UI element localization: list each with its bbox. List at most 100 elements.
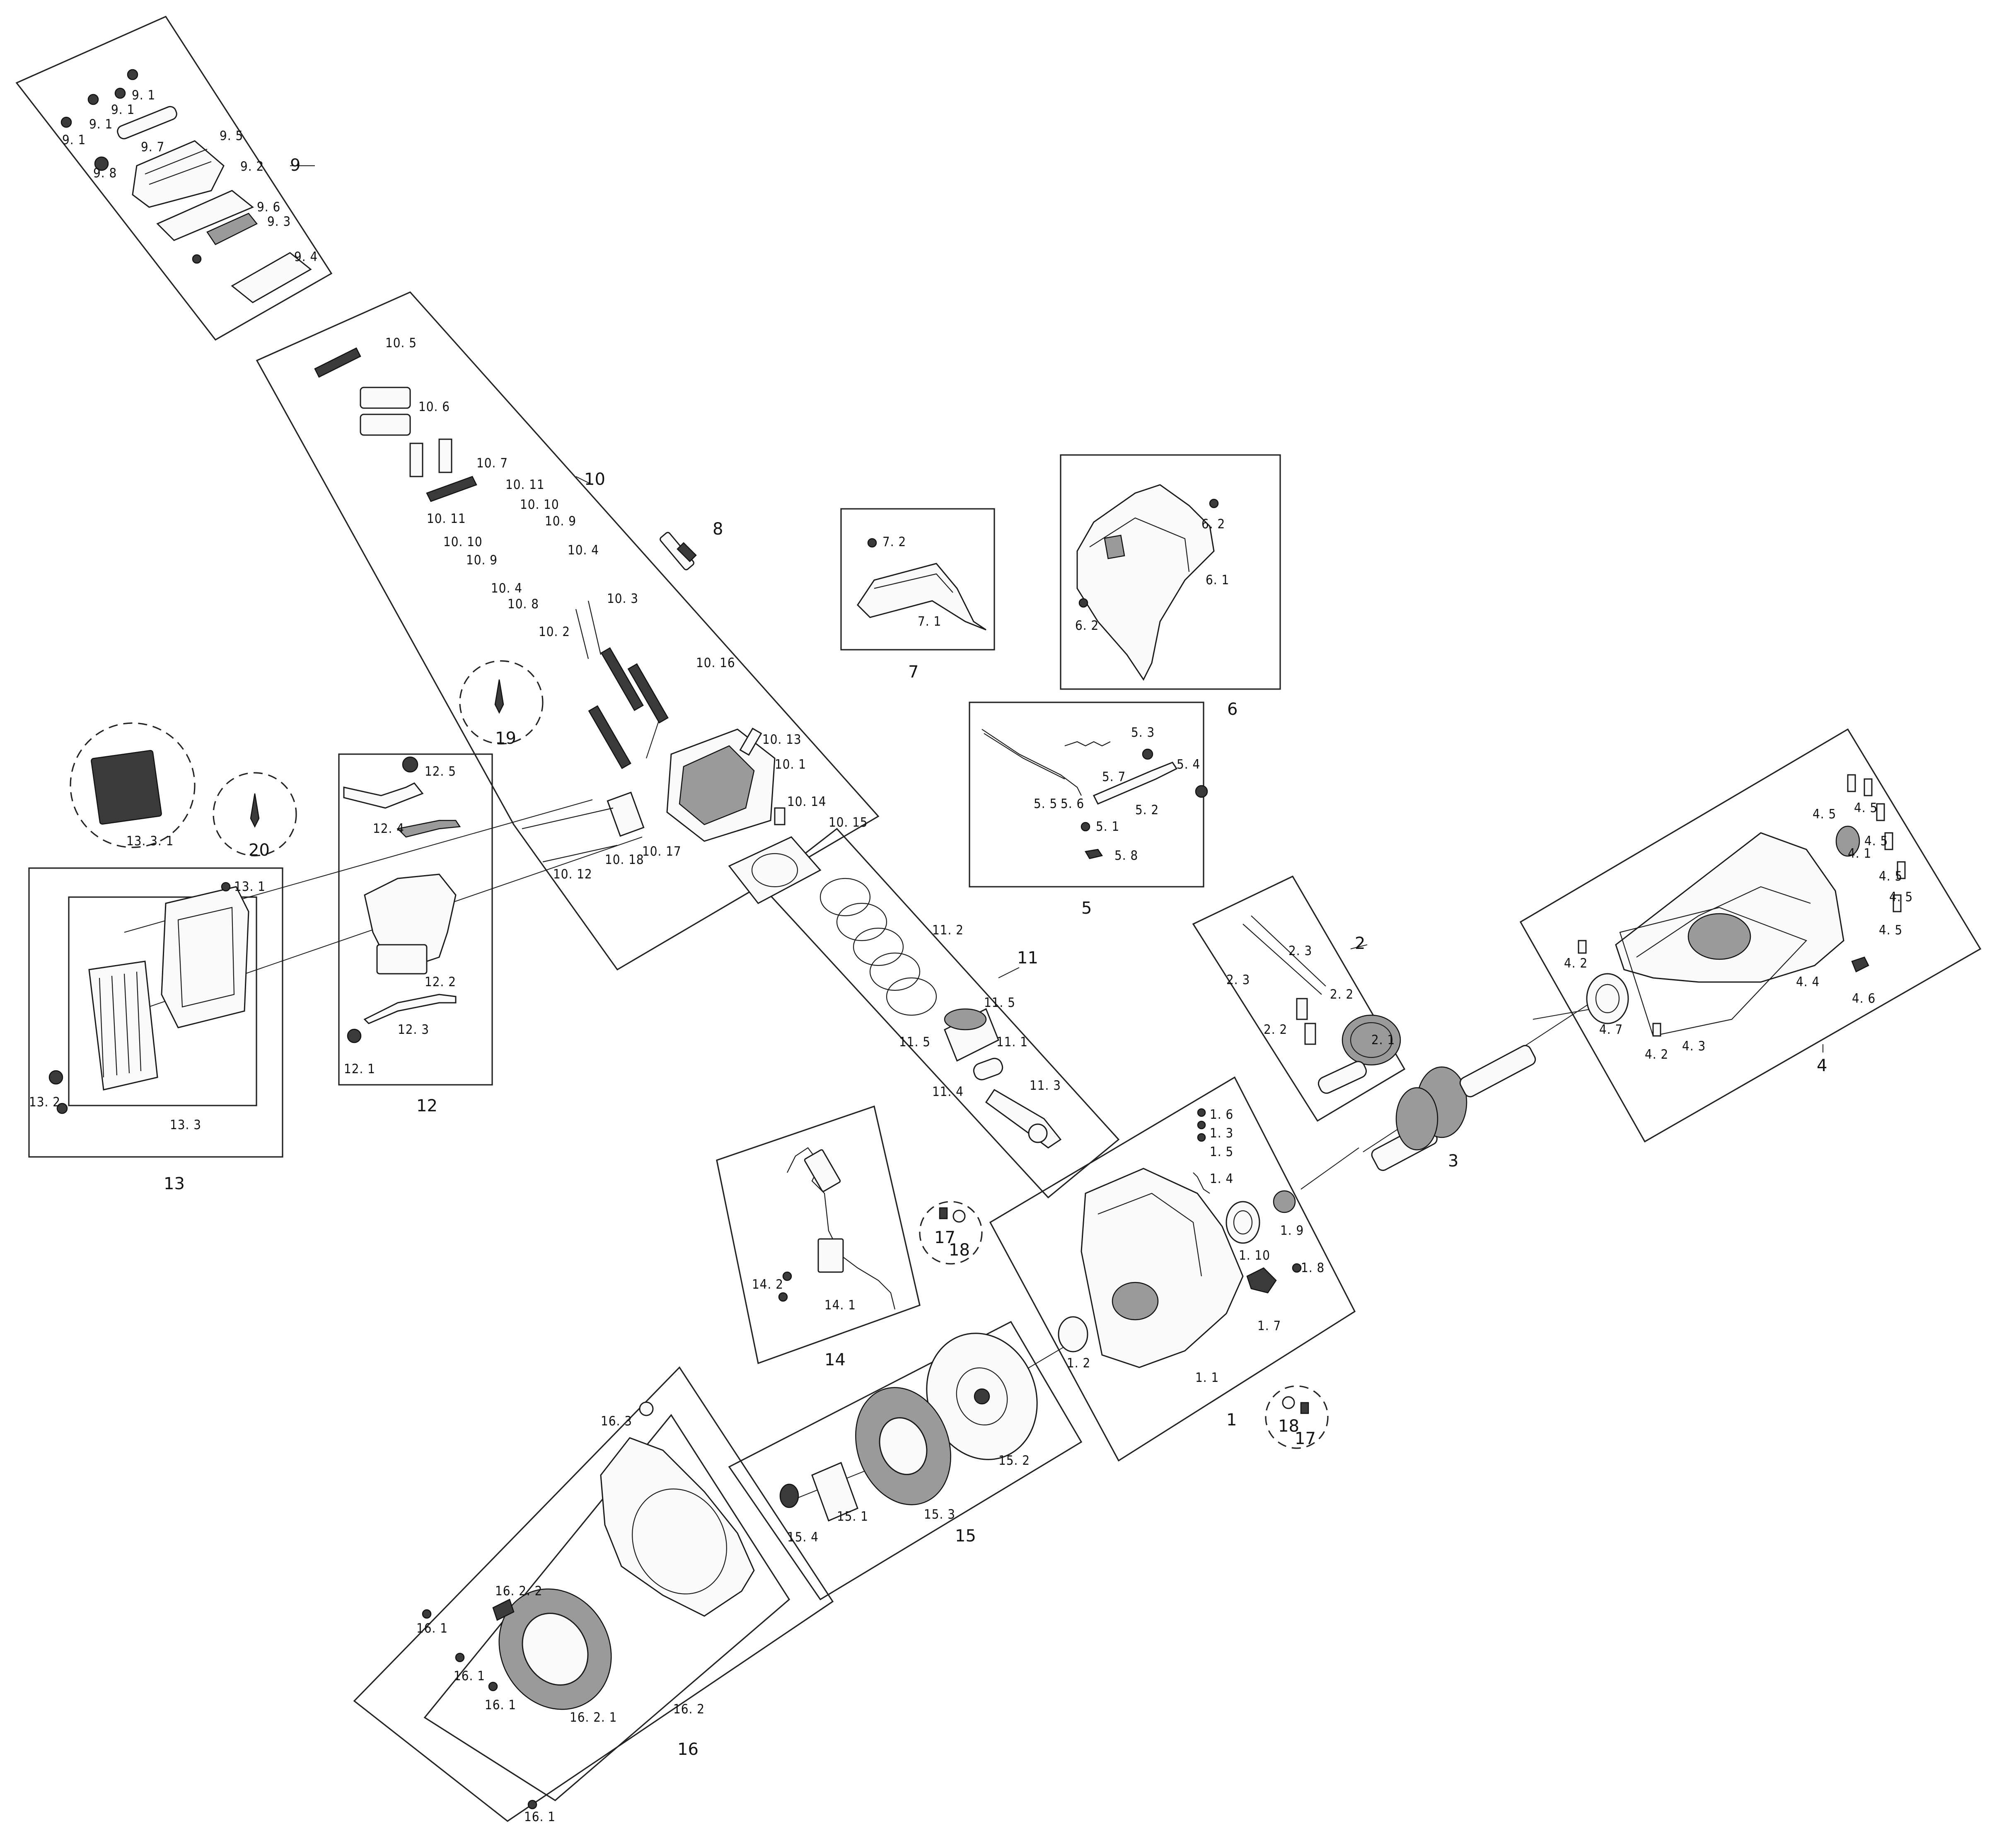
callout-4-5-d: 4. 5 xyxy=(1879,869,1902,884)
cover-7-1 xyxy=(857,538,986,631)
group-label-13: 13 xyxy=(164,1174,185,1193)
callout-15-3: 15. 3 xyxy=(924,1507,955,1522)
group-label-11: 11 xyxy=(1017,948,1038,968)
group-label-19: 19 xyxy=(495,729,516,748)
callout-10-11-a: 10. 11 xyxy=(505,477,545,492)
callout-9-3: 9. 3 xyxy=(267,214,291,229)
callout-10-8: 10. 8 xyxy=(508,597,539,612)
group-label-1: 1 xyxy=(1226,1410,1237,1430)
callout-16-3: 16. 3 xyxy=(601,1414,632,1429)
piston-assembly xyxy=(819,878,1062,1149)
group-label-10: 10 xyxy=(584,470,605,489)
group-1-frame xyxy=(989,1076,1356,1462)
callout-16-1-d: 16. 1 xyxy=(524,1810,556,1824)
cylinder-head-assembly xyxy=(314,347,822,904)
callout-10-2: 10. 2 xyxy=(539,624,570,639)
callout-4-3: 4. 3 xyxy=(1682,1039,1706,1054)
callout-9-1-a: 9. 1 xyxy=(62,133,86,148)
part-20-icon xyxy=(250,793,260,828)
callout-2-3-b: 2. 3 xyxy=(1226,973,1250,987)
callout-1-7: 1. 7 xyxy=(1257,1319,1281,1333)
callout-14-1: 14. 1 xyxy=(824,1298,856,1313)
governor-linkage-assembly xyxy=(981,729,1208,859)
callout-1-1: 1. 1 xyxy=(1195,1370,1219,1385)
group-13-frame xyxy=(28,867,283,1158)
group-label-16: 16 xyxy=(677,1740,699,1759)
group-label-17-lower: 17 xyxy=(1295,1429,1316,1448)
group-17-18-dashed-circle-upper xyxy=(919,1201,983,1265)
callout-4-5-e: 4. 5 xyxy=(1889,890,1913,905)
callout-12-1: 12. 1 xyxy=(344,1062,375,1077)
callout-2-3-a: 2. 3 xyxy=(1288,944,1312,958)
callout-16-2-2: 16. 2. 2 xyxy=(495,1584,542,1599)
group-19-dashed-circle xyxy=(459,660,544,745)
callout-9-1-b: 9. 1 xyxy=(89,117,113,132)
callout-4-5-c: 4. 5 xyxy=(1864,834,1888,849)
callout-4-5-f: 4. 5 xyxy=(1879,923,1902,938)
callout-4-1: 4. 1 xyxy=(1848,846,1871,861)
callout-9-8: 9. 8 xyxy=(93,166,117,181)
callout-10-12: 10. 12 xyxy=(553,867,592,882)
callout-10-6: 10. 6 xyxy=(418,399,450,414)
callout-4-2-a: 4. 2 xyxy=(1564,956,1588,971)
group-label-5: 5 xyxy=(1081,899,1092,918)
engine-block-assembly xyxy=(1058,1108,1302,1368)
group-label-9: 9 xyxy=(290,156,300,175)
callout-10-17: 10. 17 xyxy=(642,844,682,859)
callout-13-1: 13. 1 xyxy=(234,879,266,894)
group-13-3-frame xyxy=(68,896,257,1106)
callout-4-6: 4. 6 xyxy=(1852,991,1876,1006)
callout-9-2: 9. 2 xyxy=(240,159,264,174)
group-label-6: 6 xyxy=(1227,700,1238,719)
callout-1-9: 1. 9 xyxy=(1280,1223,1304,1238)
callout-11-4: 11. 4 xyxy=(932,1084,964,1099)
callout-13-2: 13. 2 xyxy=(29,1095,60,1110)
callout-11-2: 11. 2 xyxy=(932,923,964,938)
group-label-3: 3 xyxy=(1448,1152,1458,1171)
callout-9-1-c: 9. 1 xyxy=(111,102,135,117)
group-17-18-dashed-circle-lower xyxy=(1265,1385,1329,1449)
group-label-2: 2 xyxy=(1355,934,1365,953)
callout-4-5-b: 4. 5 xyxy=(1854,801,1878,815)
group-label-7: 7 xyxy=(908,663,919,682)
group-label-15: 15 xyxy=(955,1527,976,1546)
group-label-17-upper: 17 xyxy=(934,1228,955,1247)
crankshaft xyxy=(1371,1045,1536,1171)
callout-10-4-b: 10. 4 xyxy=(491,581,522,596)
callout-7-2: 7. 2 xyxy=(882,535,906,549)
group-20-dashed-circle xyxy=(213,772,297,856)
callout-10-14: 10. 14 xyxy=(787,794,827,809)
group-6-frame xyxy=(1060,454,1281,690)
washer-bolt-17-18 xyxy=(939,1207,1309,1414)
callout-5-1: 5. 1 xyxy=(1096,819,1119,834)
callout-1-3: 1. 3 xyxy=(1210,1126,1233,1141)
callout-6-2-a: 6. 2 xyxy=(1201,517,1225,532)
callout-7-1: 7. 1 xyxy=(918,614,941,629)
recoil-starter-assembly xyxy=(422,1401,755,1810)
group-4-frame xyxy=(1519,728,1982,1143)
callout-11-3: 11. 3 xyxy=(1030,1078,1061,1093)
callout-2-2-a: 2. 2 xyxy=(1330,987,1354,1002)
group-2-frame xyxy=(1192,875,1406,1122)
callout-5-3: 5. 3 xyxy=(1131,725,1155,740)
callout-11-5-a: 11. 5 xyxy=(984,995,1015,1010)
callout-16-1-c: 16. 1 xyxy=(485,1698,516,1713)
callout-9-4: 9. 4 xyxy=(294,249,318,264)
group-5-frame xyxy=(969,702,1204,888)
ignition-coil-assembly xyxy=(778,1147,896,1310)
callout-10-7: 10. 7 xyxy=(476,456,508,471)
spark-plug xyxy=(660,532,697,571)
callout-1-4: 1. 4 xyxy=(1210,1171,1233,1186)
group-label-8: 8 xyxy=(713,520,723,539)
callout-13-3-1: 13. 3. 1 xyxy=(126,834,174,849)
group-label-18-lower: 18 xyxy=(1278,1417,1299,1436)
air-filter-assembly xyxy=(48,750,249,1114)
callout-4-7: 4. 7 xyxy=(1599,1022,1623,1037)
callout-5-5: 5. 5 xyxy=(1034,796,1057,811)
group-label-20: 20 xyxy=(249,841,270,860)
callout-10-13: 10. 13 xyxy=(762,732,802,747)
group-13-3-1-dashed-circle xyxy=(70,722,196,848)
callout-11-5-b: 11. 5 xyxy=(899,1035,931,1050)
callout-10-3: 10. 3 xyxy=(607,591,638,606)
